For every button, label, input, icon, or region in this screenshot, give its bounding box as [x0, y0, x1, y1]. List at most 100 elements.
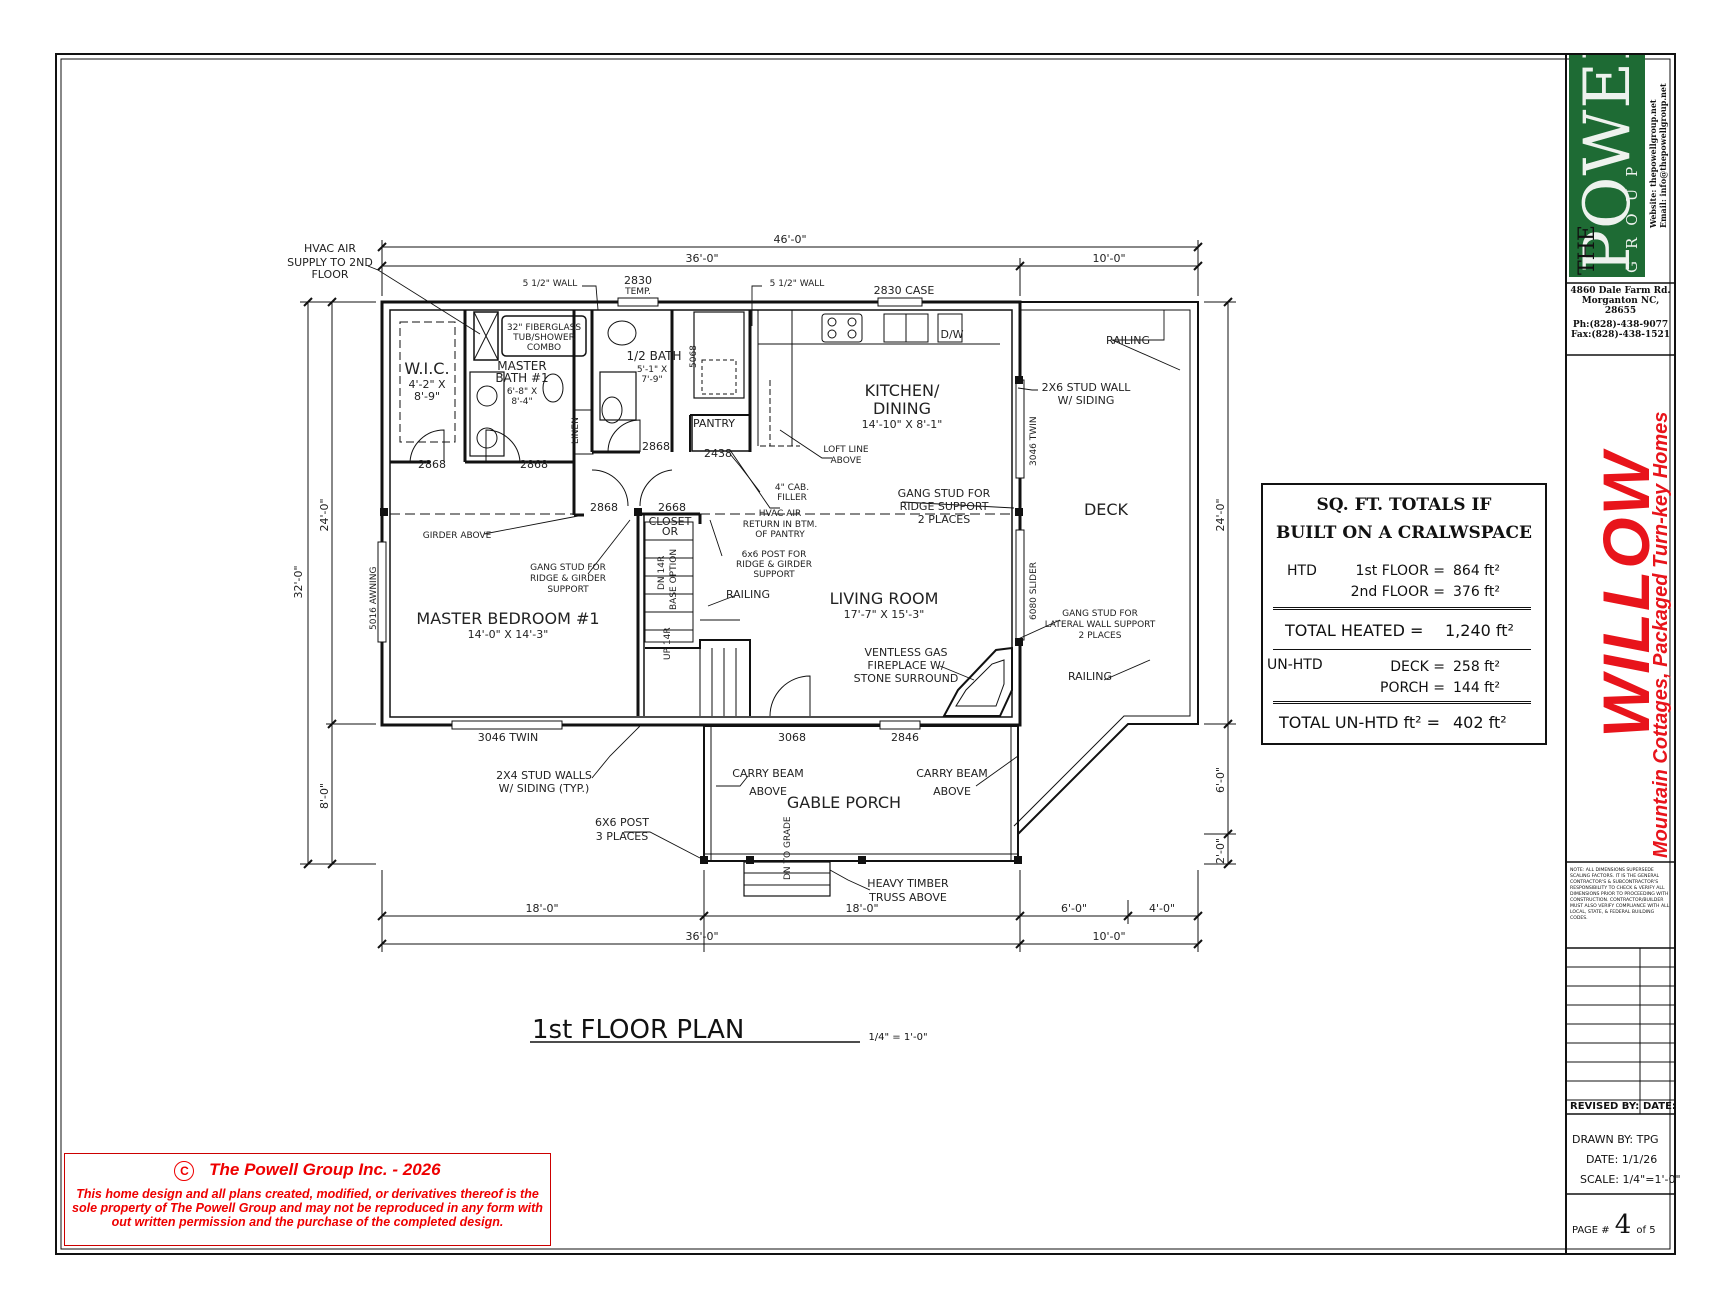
- note-cab-2: FILLER: [777, 493, 807, 503]
- room-wic-size-2: 8'-9": [414, 390, 440, 403]
- note-timber-1: HEAVY TIMBER: [867, 877, 949, 890]
- door-2868-b: 2868: [520, 458, 548, 471]
- note-gang-ridge-1: GANG STUD FOR: [898, 487, 991, 500]
- dim-bottom-deck: 10'-0": [1092, 930, 1125, 943]
- note-stair-dn-grade: DN TO GRADE: [783, 816, 793, 880]
- phone: Ph:(828)-438-9077: [1572, 320, 1669, 330]
- note-stud-wall-1: 2X6 STUD WALL: [1042, 381, 1132, 394]
- room-living-size: 17'-7" X 15'-3": [844, 608, 925, 621]
- note-hvac-return-1: HVAC AIR: [759, 509, 802, 519]
- note-hvac-supply-2: SUPPLY TO 2ND: [287, 256, 373, 269]
- note-gang-girder-3: SUPPORT: [547, 585, 589, 595]
- room-kitchen-2: DINING: [873, 399, 931, 418]
- room-kitchen: KITCHEN/: [865, 381, 940, 400]
- room-closet-2: OR: [662, 525, 679, 538]
- note-temp-window-1: 2830: [624, 274, 652, 287]
- dim-left-lower: 8'-0": [318, 783, 331, 809]
- note-gang-ridge-2: RIDGE SUPPORT: [900, 500, 989, 513]
- note-tub-1: 32" FIBERGLASS: [507, 323, 581, 333]
- note-stud-wall-2: W/ SIDING: [1058, 394, 1115, 407]
- dim-bottom-deck-a: 6'-0": [1061, 902, 1087, 915]
- note-fireplace-2: FIREPLACE W/: [867, 659, 945, 672]
- room-half-bath-size-1: 5'-1" X: [637, 365, 667, 375]
- sqft-second-floor-label: 2nd FLOOR =: [1350, 584, 1445, 600]
- logo-the: THE: [1575, 225, 1600, 275]
- note-timber-2: TRUSS ABOVE: [868, 891, 947, 904]
- dim-bottom-deck-b: 4'-0": [1149, 902, 1175, 915]
- sqft-porch-value: 144 ft²: [1453, 680, 1500, 696]
- note-stair-basement: BASE OPTION: [669, 549, 679, 610]
- copyright-symbol: C: [174, 1161, 195, 1181]
- sqft-divider-2: [1273, 649, 1531, 650]
- note-wall-512-b: 5 1/2" WALL: [770, 279, 825, 289]
- note-hvac-supply-1: HVAC AIR: [304, 242, 356, 255]
- drawn-scale: SCALE: 1/4"=1'-0": [1580, 1173, 1681, 1186]
- room-master-bed: MASTER BEDROOM #1: [416, 609, 599, 628]
- plan-title: 1st FLOOR PLAN: [532, 1015, 744, 1045]
- revision-table: [1566, 948, 1675, 1195]
- room-deck: DECK: [1084, 500, 1129, 519]
- sqft-first-floor-label: 1st FLOOR =: [1355, 563, 1445, 579]
- note-slider: 6080 SLIDER: [1029, 562, 1039, 620]
- note-carry-beam-r1: CARRY BEAM: [916, 767, 988, 780]
- dimension-ticks: [303, 242, 1233, 949]
- note-fireplace-3: STONE SURROUND: [854, 672, 959, 685]
- drawn-block: DRAWN BY: TPG DATE: 1/1/26 SCALE: 1/4"=1…: [1572, 1130, 1681, 1190]
- window-twin-bottom: 3046 TWIN: [478, 731, 539, 744]
- note-stair-dn: DN 14R: [657, 556, 667, 590]
- dim-left-overall: 32'-0": [292, 565, 305, 598]
- plan-labels: 46'-0" 36'-0" 10'-0" 32'-0" 24'-0" 8'-0"…: [287, 233, 1227, 1045]
- room-half-bath: 1/2 BATH: [627, 349, 682, 363]
- note-carry-beam-l1: CARRY BEAM: [732, 767, 804, 780]
- room-wic-size-1: 4'-2" X: [408, 378, 446, 391]
- sqft-title-2: BUILT ON A CRALWSPACE: [1276, 523, 1532, 543]
- note-carry-beam-l2: ABOVE: [749, 785, 787, 798]
- drawn-by: DRAWN BY: TPG: [1572, 1133, 1659, 1146]
- page-number: 4: [1614, 1210, 1632, 1240]
- sqft-deck-label: DECK =: [1390, 659, 1445, 675]
- sqft-total-heated-label: TOTAL HEATED =: [1285, 621, 1424, 640]
- drawn-date: DATE: 1/1/26: [1586, 1153, 1658, 1166]
- sheet-inner-border: [60, 58, 1671, 1250]
- dim-left-upper: 24'-0": [318, 498, 331, 531]
- page-number-block: PAGE # 4 of 5: [1572, 1210, 1656, 1240]
- dim-bottom-left: 18'-0": [525, 902, 558, 915]
- room-porch: GABLE PORCH: [787, 793, 901, 812]
- page-of: of 5: [1636, 1225, 1656, 1236]
- dim-right-mid: 6'-0": [1214, 767, 1227, 793]
- date-column-label: DATE:: [1643, 1101, 1676, 1112]
- note-hvac-supply-3: FLOOR: [311, 268, 348, 281]
- door-2438: 2438: [704, 447, 732, 460]
- copyright-heading-row: C The Powell Group Inc. - 2026: [65, 1160, 550, 1181]
- dim-right-upper: 24'-0": [1214, 498, 1227, 531]
- note-post-6x6-1: 6x6 POST FOR: [742, 550, 807, 560]
- room-master-bed-size: 14'-0" X 14'-3": [468, 628, 549, 641]
- note-loft-1: LOFT LINE: [823, 445, 869, 455]
- note-railing-stair: RAILING: [726, 588, 770, 601]
- window-2846: 2846: [891, 731, 919, 744]
- door-2868-d: 2868: [590, 501, 618, 514]
- sqft-htd: HTD: [1287, 563, 1317, 579]
- note-post-2: 3 PLACES: [596, 830, 648, 843]
- note-stud-walls-1: 2X4 STUD WALLS: [496, 769, 592, 782]
- dim-top-main: 36'-0": [685, 252, 718, 265]
- room-kitchen-size: 14'-10" X 8'-1": [862, 418, 943, 431]
- sqft-divider-1: [1273, 607, 1531, 610]
- note-gang-ridge-3: 2 PLACES: [918, 513, 970, 526]
- dimension-lines: [300, 240, 1236, 1043]
- address-block: 4860 Dale Farm Rd. Morganton NC, 28655 P…: [1566, 286, 1675, 340]
- logo-web: Website: thepowellgroup.net: [1648, 99, 1658, 228]
- copyright-heading: The Powell Group Inc. - 2026: [209, 1160, 441, 1179]
- address-line-1: 4860 Dale Farm Rd.: [1570, 286, 1671, 296]
- logo-email: Email: info@thepowellgroup.net: [1658, 83, 1668, 228]
- sqft-title-1: SQ. FT. TOTALS IF: [1316, 495, 1492, 515]
- room-master-bath-2: BATH #1: [495, 371, 548, 385]
- note-temp-window-2: TEMP.: [624, 287, 651, 297]
- sqft-porch-label: PORCH =: [1380, 680, 1445, 696]
- sqft-total-heated-value: 1,240 ft²: [1445, 621, 1514, 640]
- note-gang-girder-2: RIDGE & GIRDER: [530, 574, 606, 584]
- note-tub-2: TUB/SHOWER: [512, 333, 575, 343]
- sqft-deck-value: 258 ft²: [1453, 659, 1500, 675]
- note-stair-up: UP 14R: [663, 627, 673, 660]
